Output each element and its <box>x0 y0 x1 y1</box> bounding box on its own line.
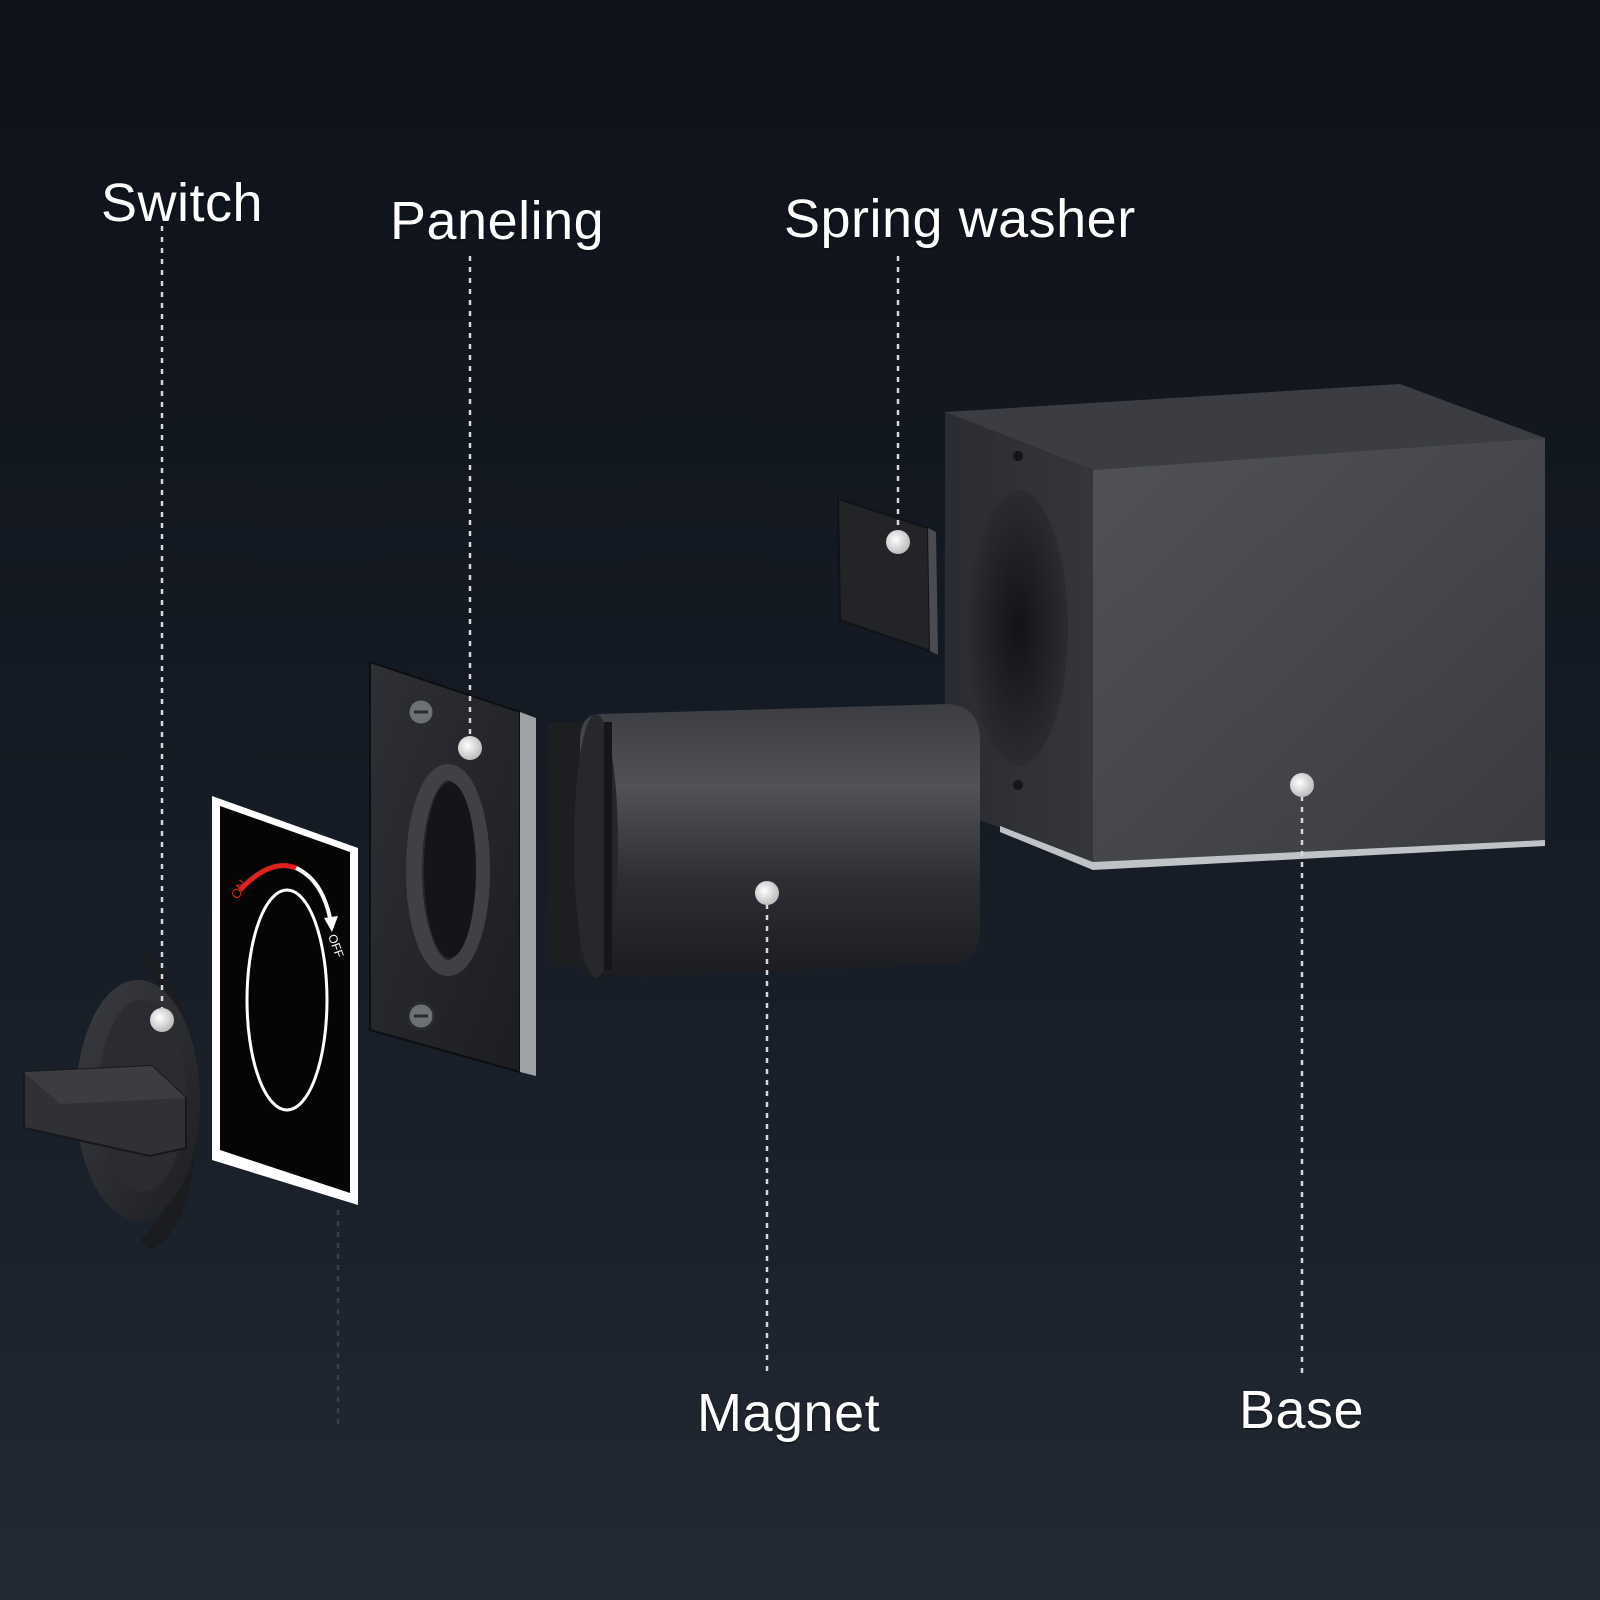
paneling-dot-marker <box>458 736 482 760</box>
sticker-ring <box>245 888 329 1112</box>
spring-washer-edge <box>928 528 938 655</box>
leader-lines <box>160 226 1304 1430</box>
magnet-label: Magnet <box>697 1383 881 1443</box>
indicator-sticker: ON OFF <box>212 796 358 1205</box>
switch-handle-top <box>24 1066 186 1104</box>
base-top-face <box>945 384 1545 470</box>
base-dot-marker <box>1290 773 1314 797</box>
curved-arrow-tail <box>295 866 332 919</box>
marker-dots <box>150 530 1314 1032</box>
base-label: Base <box>1239 1380 1365 1440</box>
arrow-head-icon <box>324 916 338 932</box>
paneling-hole <box>424 782 476 958</box>
paneling <box>369 660 536 1076</box>
spring-washer-plate <box>836 497 932 653</box>
base-screw-hole <box>1013 451 1023 461</box>
base-front-face <box>1093 438 1545 862</box>
paneling-edge <box>520 712 536 1076</box>
spring-washer-label: Spring washer <box>784 189 1136 249</box>
magnet-dot-marker <box>755 881 779 905</box>
curved-arrow-icon <box>238 863 297 892</box>
base-screw-hole <box>1013 780 1023 790</box>
spring-washer-dot-marker <box>886 530 910 554</box>
base-bottom-edge <box>1000 826 1545 870</box>
base-block <box>945 384 1545 870</box>
switch-knob <box>23 950 200 1250</box>
switch-label: Switch <box>101 173 264 233</box>
magnet-body <box>580 704 980 978</box>
paneling-ring <box>406 764 490 976</box>
base-bore <box>968 490 1068 766</box>
sticker-card <box>220 806 350 1193</box>
magnet <box>548 704 980 978</box>
spring-washer <box>836 497 938 655</box>
paneling-label: Paneling <box>390 191 605 251</box>
switch-dot-marker <box>150 1008 174 1032</box>
magnet-groove <box>604 722 612 970</box>
